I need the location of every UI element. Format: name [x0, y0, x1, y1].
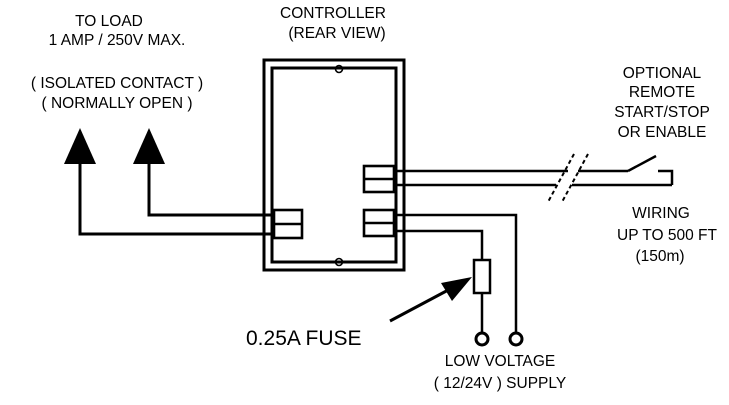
- wiring-line-3: (150m): [635, 248, 684, 265]
- supply-wire-to-fuse: [394, 229, 484, 260]
- load-line-4: ( NORMALLY OPEN ): [41, 95, 192, 112]
- remote-line-4: OR ENABLE: [618, 124, 707, 141]
- mounting-hole-bottom: [334, 257, 344, 267]
- remote-switch-blade: [627, 154, 657, 173]
- supply-terminal-left: [474, 331, 490, 347]
- terminal-supply: [362, 208, 396, 238]
- label-supply: LOW VOLTAGE ( 12/24V ) SUPPLY: [434, 353, 566, 392]
- supply-line-2: ( 12/24V ) SUPPLY: [434, 375, 566, 392]
- load-wire-left: [78, 160, 274, 236]
- label-controller: CONTROLLER (REAR VIEW): [280, 5, 386, 42]
- controller-title: CONTROLLER: [280, 5, 386, 22]
- label-wiring: WIRING UP TO 500 FT (150m): [617, 205, 717, 265]
- controller-subtitle: (REAR VIEW): [288, 25, 385, 42]
- mounting-hole-top: [334, 64, 344, 74]
- remote-line-2: REMOTE: [629, 84, 695, 101]
- controller-back-plate: [262, 58, 406, 272]
- fuse-pointer-arrow-icon: [441, 277, 472, 301]
- fuse-label: 0.25A FUSE: [246, 327, 362, 350]
- arrow-up-left-icon: [64, 128, 96, 164]
- load-arrows: [64, 128, 165, 164]
- remote-wires: [394, 154, 674, 187]
- terminal-remote: [362, 164, 396, 194]
- arrow-up-right-icon: [133, 128, 165, 164]
- load-line-1: TO LOAD: [75, 13, 143, 30]
- supply-line-1: LOW VOLTAGE: [445, 353, 556, 370]
- load-line-3: ( ISOLATED CONTACT ): [31, 75, 203, 92]
- supply-terminals: [474, 331, 524, 347]
- supply-wires: [394, 213, 518, 333]
- remote-line-3: START/STOP: [614, 104, 710, 121]
- remote-line-1: OPTIONAL: [623, 65, 702, 82]
- fuse-pointer-line: [389, 286, 453, 323]
- label-remote: OPTIONAL REMOTE START/STOP OR ENABLE: [614, 65, 710, 141]
- remote-switch-contact: [658, 169, 674, 185]
- break-marks-icon: [547, 153, 589, 203]
- wiring-line-2: UP TO 500 FT: [617, 227, 717, 244]
- terminal-load: [272, 208, 304, 240]
- fuse-icon: [472, 258, 492, 295]
- supply-terminal-right: [508, 331, 524, 347]
- supply-wire-direct: [394, 213, 518, 333]
- terminal-blocks: [272, 164, 396, 240]
- load-wires: [78, 160, 274, 236]
- label-load: TO LOAD 1 AMP / 250V MAX. ( ISOLATED CON…: [31, 13, 203, 112]
- load-wire-right: [147, 160, 274, 217]
- wiring-line-1: WIRING: [632, 205, 690, 222]
- load-line-2: 1 AMP / 250V MAX.: [49, 32, 186, 49]
